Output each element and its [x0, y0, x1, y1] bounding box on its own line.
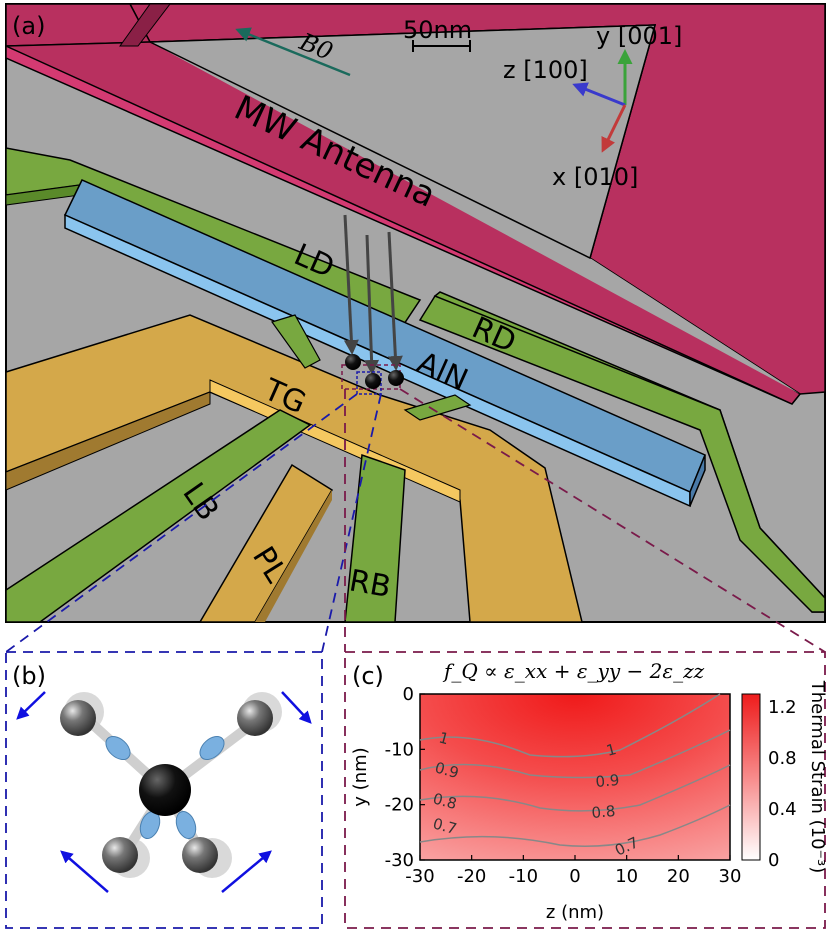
panel-c-label: (c) [352, 662, 384, 690]
x-tick-label: 0 [569, 866, 580, 887]
x-axis-label: x [010] [552, 163, 638, 191]
panel-a-label: (a) [12, 12, 45, 40]
neighbor-atom-4 [182, 837, 218, 873]
zoom-box-b [356, 371, 382, 395]
y-ticks: 0 -10 -20 -30 [385, 684, 425, 871]
colorbar-tick-label: 0.4 [768, 799, 797, 820]
y-tick-label: 0 [403, 684, 414, 705]
mw-antenna [5, 3, 826, 405]
contour-label: 1 [604, 740, 618, 760]
strain-arrows [16, 691, 312, 893]
neighbor-atom-1 [60, 700, 96, 736]
colorbar-ticks: 1.2 0.8 0.4 0 [768, 697, 797, 871]
panel-b: (b) [5, 651, 323, 929]
colorbar-tick-label: 1.2 [768, 697, 797, 718]
label-rb: RB [347, 563, 394, 605]
neighbor-atom-3 [102, 837, 138, 873]
x-tick-label: -30 [405, 866, 434, 887]
y-tick-label: -20 [385, 795, 414, 816]
x-axis-arrow [601, 104, 627, 153]
defect-sphere-2 [365, 373, 381, 389]
y-axis-label: y [001] [596, 22, 682, 50]
orbitals [105, 735, 225, 840]
x-tick-label: 10 [615, 866, 638, 887]
y-tick-label: -30 [385, 850, 414, 871]
x-ticks: -30 -20 -10 0 10 20 30 [405, 855, 741, 887]
colorbar [741, 693, 761, 861]
contour-label: 0.9 [433, 758, 461, 782]
panel-c-formula: f_Q ∝ ε_xx + ε_yy − 2ε_zz [442, 659, 705, 683]
neighbor-atom-2 [237, 700, 273, 736]
coordinate-axes: y [001] z [100] x [010] [503, 22, 682, 191]
scale-label: 50nm [403, 16, 472, 44]
x-tick-label: 30 [719, 866, 742, 887]
z-axis-arrow [572, 82, 626, 107]
z-axis-label: z [100] [503, 56, 588, 84]
panel-b-label: (b) [12, 662, 46, 690]
lb-electrode [5, 409, 312, 623]
small-gate-right [403, 394, 472, 421]
x-tick-label: -10 [509, 866, 538, 887]
heatmap: 10.90.80.710.90.80.7 [419, 693, 731, 861]
small-gate-left [271, 314, 321, 369]
x-axis-title: z (nm) [546, 902, 604, 923]
x-tick-label: 20 [667, 866, 690, 887]
scale-bar: 50nm [403, 16, 472, 52]
center-atom [139, 764, 191, 816]
defect-pointers [343, 214, 403, 375]
panel-a: MW Antenna LD RD AlN TG LB PL RB B0 50nm… [5, 3, 826, 623]
colorbar-tick-label: 0.8 [768, 748, 797, 769]
rd-electrode [418, 291, 826, 613]
x-tick-label: -20 [457, 866, 486, 887]
contour-label: 0.9 [595, 771, 620, 791]
rb-electrode [344, 453, 406, 623]
contour-label: 0.8 [431, 789, 459, 813]
colorbar-title: Thermal Strain (10⁻³) [807, 680, 828, 874]
panel-c: (c) f_Q ∝ ε_xx + ε_yy − 2ε_zz 10.90.80.7… [344, 651, 828, 929]
b0-arrow [235, 27, 351, 77]
defect-sphere-1 [345, 354, 361, 370]
y-axis-title: y (nm) [350, 747, 371, 806]
contour-lines [419, 693, 731, 847]
colorbar-tick-label: 0 [768, 850, 779, 871]
zoom-projection-lines [5, 388, 826, 653]
contour-label: 1 [437, 728, 451, 748]
contour-label: 0.7 [431, 814, 459, 838]
defect-sphere-3 [388, 370, 404, 386]
y-tick-label: -10 [385, 739, 414, 760]
contour-label: 0.8 [591, 802, 616, 822]
